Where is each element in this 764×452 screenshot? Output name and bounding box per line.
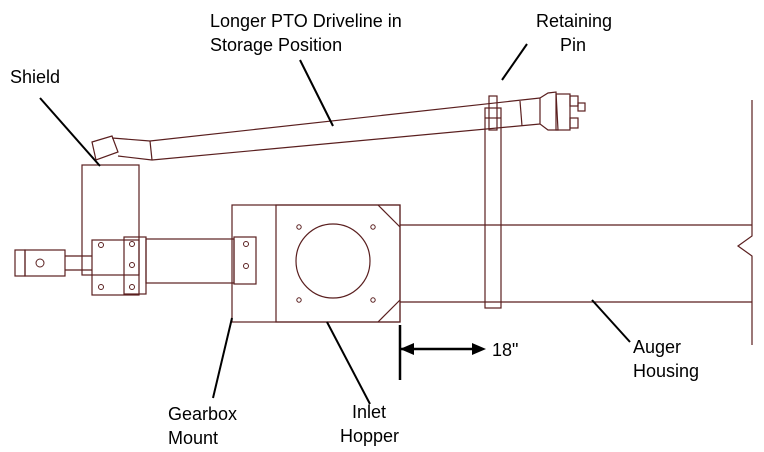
leader-driveline	[299, 59, 334, 127]
leader-pin	[501, 43, 528, 81]
gearbox-body	[145, 238, 235, 284]
label-auger-line1: Auger	[633, 337, 681, 357]
input-yoke-hole	[35, 258, 45, 268]
driveline-left-neck-bottom	[117, 155, 153, 161]
label-driveline-line1: Longer PTO Driveline in	[210, 11, 402, 31]
gearbox-cap	[233, 236, 257, 285]
label-pin-line1: Retaining	[536, 11, 612, 31]
inlet-hopper	[275, 204, 401, 323]
pto-driveline	[91, 91, 586, 161]
leader-inlet-hopper	[326, 321, 371, 405]
driveline-right-yoke	[555, 93, 571, 131]
label-auger-line2: Housing	[633, 361, 699, 381]
gearbox-mount-plate	[231, 204, 401, 323]
pin-bracket-post	[484, 107, 502, 309]
input-yoke-body	[24, 249, 66, 277]
hopper-bolt	[296, 297, 302, 303]
hopper-bolt	[296, 224, 302, 230]
driveline-right-yoke-ear	[577, 102, 586, 112]
leader-gearbox-mount	[212, 317, 233, 399]
label-hopper-line1: Inlet	[352, 402, 386, 422]
driveline-tube-bottom	[151, 123, 541, 161]
shield-bolt	[98, 242, 104, 248]
dimension-18in	[398, 325, 486, 380]
driveline-right-yoke-tab-top	[569, 95, 579, 107]
shield-bolt	[129, 284, 135, 290]
driveline-right-yoke-tab-bottom	[569, 117, 579, 129]
hopper-frame	[275, 204, 401, 323]
hopper-bolt	[370, 297, 376, 303]
gearbox-bolt	[129, 241, 135, 247]
gearbox-bolt	[243, 263, 249, 269]
label-gearbox-line2: Mount	[168, 428, 218, 448]
hopper-corner-top	[377, 204, 401, 228]
driveline-left-yoke	[91, 135, 119, 161]
driveline-left-neck-top	[111, 137, 151, 142]
label-driveline-line2: Storage Position	[210, 35, 342, 55]
leader-auger-housing	[591, 299, 631, 343]
gearbox-bolt	[243, 241, 249, 247]
input-yoke-plate	[14, 249, 26, 277]
shield-lower	[91, 239, 140, 296]
pin-collar	[488, 95, 498, 131]
hopper-corner-bottom	[377, 299, 401, 323]
gearbox-flange	[123, 236, 147, 295]
label-shield: Shield	[10, 67, 60, 87]
hopper-opening	[295, 223, 371, 299]
gearbox-bolt	[129, 262, 135, 268]
housing-break-line	[736, 100, 753, 345]
driveline-tube-end-left	[149, 140, 153, 161]
shield	[81, 164, 140, 296]
label-dimension: 18"	[492, 340, 518, 360]
shield-body	[81, 164, 140, 276]
shield-bolt	[98, 284, 104, 290]
driveline-right-cone	[539, 91, 559, 131]
labels: Longer PTO Driveline in Storage Position…	[10, 11, 699, 448]
auger-housing	[400, 100, 753, 345]
label-gearbox-line1: Gearbox	[168, 404, 237, 424]
dimension-arrow-right	[472, 343, 486, 355]
dimension-arrow-left	[400, 343, 414, 355]
gearbox-mount	[231, 204, 401, 323]
retaining-pin-bracket	[484, 95, 502, 309]
driveline-joint	[519, 100, 523, 127]
gearbox	[123, 236, 257, 295]
driveline-tube-top	[149, 97, 541, 142]
leader-lines	[39, 43, 631, 405]
label-pin-line2: Pin	[560, 35, 586, 55]
input-yoke	[14, 249, 92, 277]
label-hopper-line2: Hopper	[340, 426, 399, 446]
leader-shield	[39, 97, 101, 167]
hopper-bolt	[370, 224, 376, 230]
